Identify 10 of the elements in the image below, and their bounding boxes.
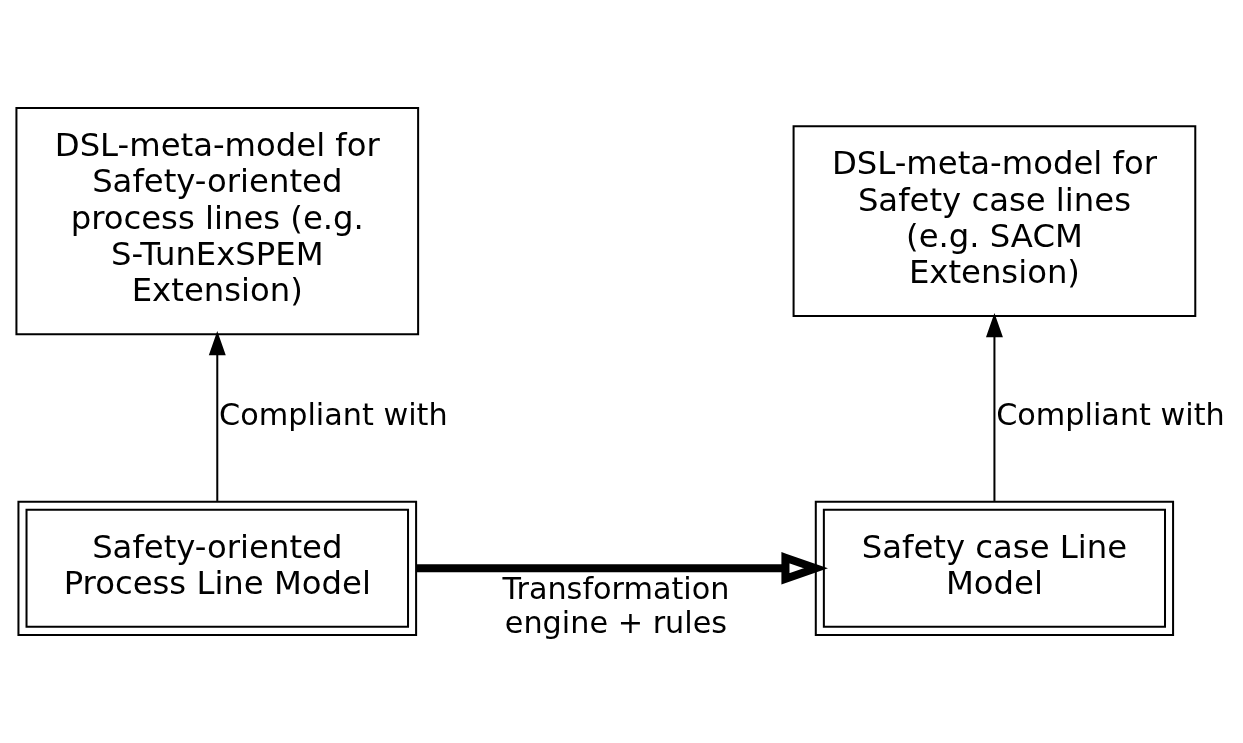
node-box: Safety-oriented Process Line Model xyxy=(17,500,418,636)
arrow xyxy=(985,313,1003,501)
edge-label: Compliant with xyxy=(219,396,448,432)
node-box: DSL-meta-model for Safety case lines (e.g. SACM Extension) xyxy=(792,125,1197,317)
arrow xyxy=(416,552,828,585)
node-box: Safety case Line Model xyxy=(814,500,1175,636)
node-box: DSL-meta-model for Safety-oriented process lines (e.g. S-TunExSPEM Extension) xyxy=(15,107,420,336)
arrow xyxy=(208,331,226,501)
edge-label: Transformation engine + rules xyxy=(502,570,730,640)
edge-label: Compliant with xyxy=(996,396,1225,432)
